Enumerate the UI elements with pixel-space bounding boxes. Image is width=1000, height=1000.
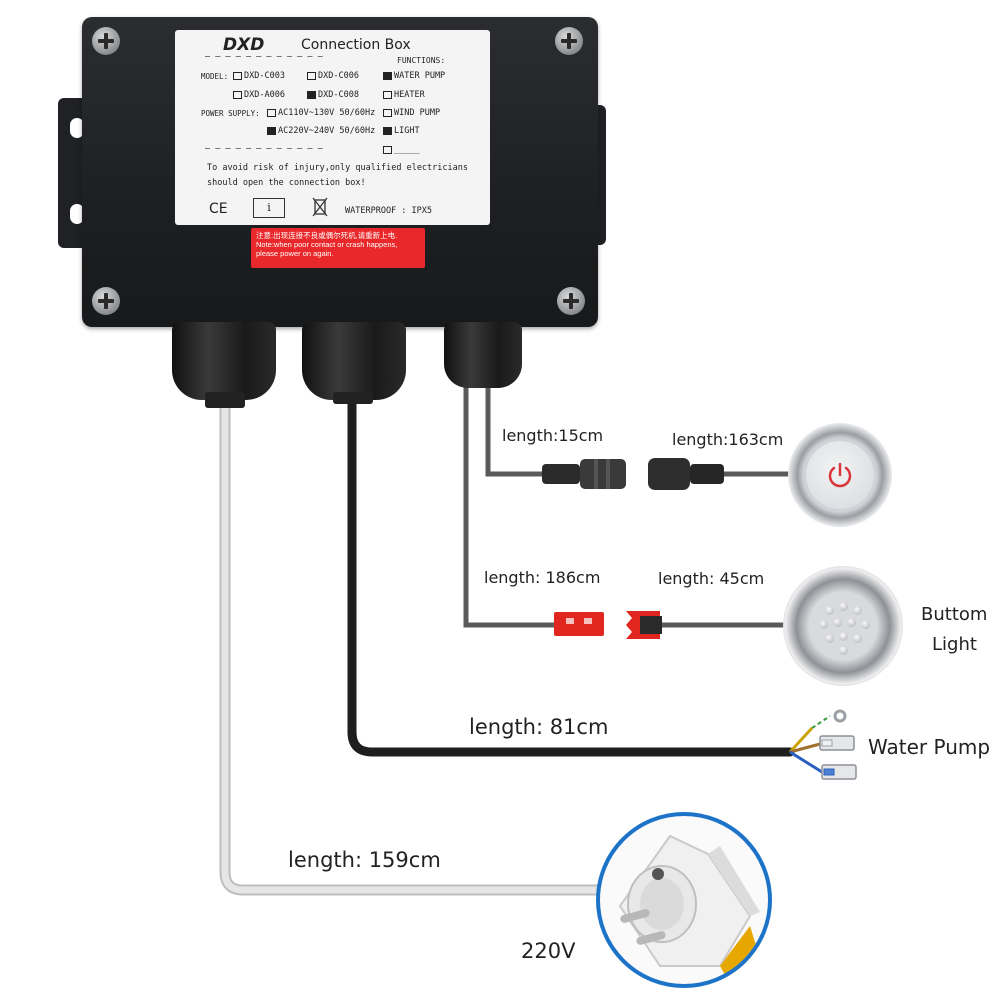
power-option-selected: AC220V~240V 50/60Hz [267, 126, 375, 136]
model-heading: MODEL: [201, 72, 229, 81]
gland-nut-power [205, 392, 245, 408]
weee-bin-icon [312, 197, 328, 217]
function-option-blank: _____ [383, 145, 420, 155]
screw-top-left-icon [92, 27, 120, 55]
function-option: WATER PUMP [383, 71, 445, 81]
pump-cable [347, 395, 795, 757]
screw-bottom-right-icon [557, 287, 585, 315]
screw-bottom-left-icon [92, 287, 120, 315]
brand-logo: DXD [223, 35, 265, 55]
light-cable-short [463, 385, 555, 628]
switch-connector-male [542, 459, 626, 489]
schuko-plug-icon [618, 834, 768, 984]
function-option: HEATER [383, 90, 425, 100]
light-label-line1: Buttom [921, 604, 988, 625]
bottom-light [783, 566, 903, 686]
cable-length-switch-short: length:15cm [502, 426, 604, 445]
power-plug-inset [596, 812, 772, 988]
light-connector-male [554, 612, 604, 636]
label-title: Connection Box [301, 37, 411, 53]
switch-connector-female [648, 458, 724, 490]
cable-length-pump: length: 81cm [469, 715, 609, 739]
safety-line-1: To avoid risk of injury,only qualified e… [207, 163, 468, 173]
light-connector-female [626, 611, 662, 639]
cable-gland-power [172, 322, 276, 400]
label-divider-1: — — — — — — — — — — — — [205, 52, 323, 62]
screw-top-right-icon [555, 27, 583, 55]
cable-length-switch-long: length:163cm [672, 430, 784, 449]
model-option: DXD-C006 [307, 71, 359, 81]
switch-cable-short [485, 385, 545, 477]
product-label: DXD Connection Box — — — — — — — — — — —… [175, 30, 490, 225]
model-option-selected: DXD-C008 [307, 90, 359, 100]
cable-gland-control [444, 322, 522, 388]
warning-sticker: 注意:出现连接不良或偶尔死机,请重新上电. Note:when poor con… [251, 228, 425, 268]
label-divider-2: — — — — — — — — — — — — [205, 144, 323, 154]
waterproof-rating: WATERPROOF : IPX5 [345, 206, 432, 216]
model-option: DXD-A006 [233, 90, 285, 100]
cable-length-light-short: length: 186cm [484, 568, 601, 587]
cable-length-power: length: 159cm [288, 848, 441, 872]
power-icon [828, 462, 852, 488]
warning-text-en-2: please power on again. [256, 249, 334, 258]
model-option: DXD-C003 [233, 71, 285, 81]
cable-gland-pump [302, 322, 406, 400]
cable-length-light-long: length: 45cm [658, 569, 765, 588]
light-label-line2: Light [932, 634, 977, 655]
warning-text-cn: 注意:出现连接不良或偶尔死机,请重新上电. [256, 231, 398, 240]
water-pump-label: Water Pump [868, 735, 991, 759]
function-option: WIND PUMP [383, 108, 440, 118]
warning-text-en-1: Note:when poor contact or crash happens, [256, 240, 398, 249]
function-option: LIGHT [383, 126, 420, 136]
push-button-switch [788, 423, 892, 527]
safety-line-2: should open the connection box! [207, 178, 366, 188]
gland-nut-pump [333, 392, 373, 404]
functions-heading: FUNCTIONS: [397, 56, 446, 65]
manual-icon: i [253, 198, 285, 218]
ce-mark-icon: CE [209, 201, 228, 217]
power-option: AC110V~130V 50/60Hz [267, 108, 375, 118]
power-label: 220V [521, 939, 576, 963]
power-heading: POWER SUPPLY: [201, 109, 260, 118]
